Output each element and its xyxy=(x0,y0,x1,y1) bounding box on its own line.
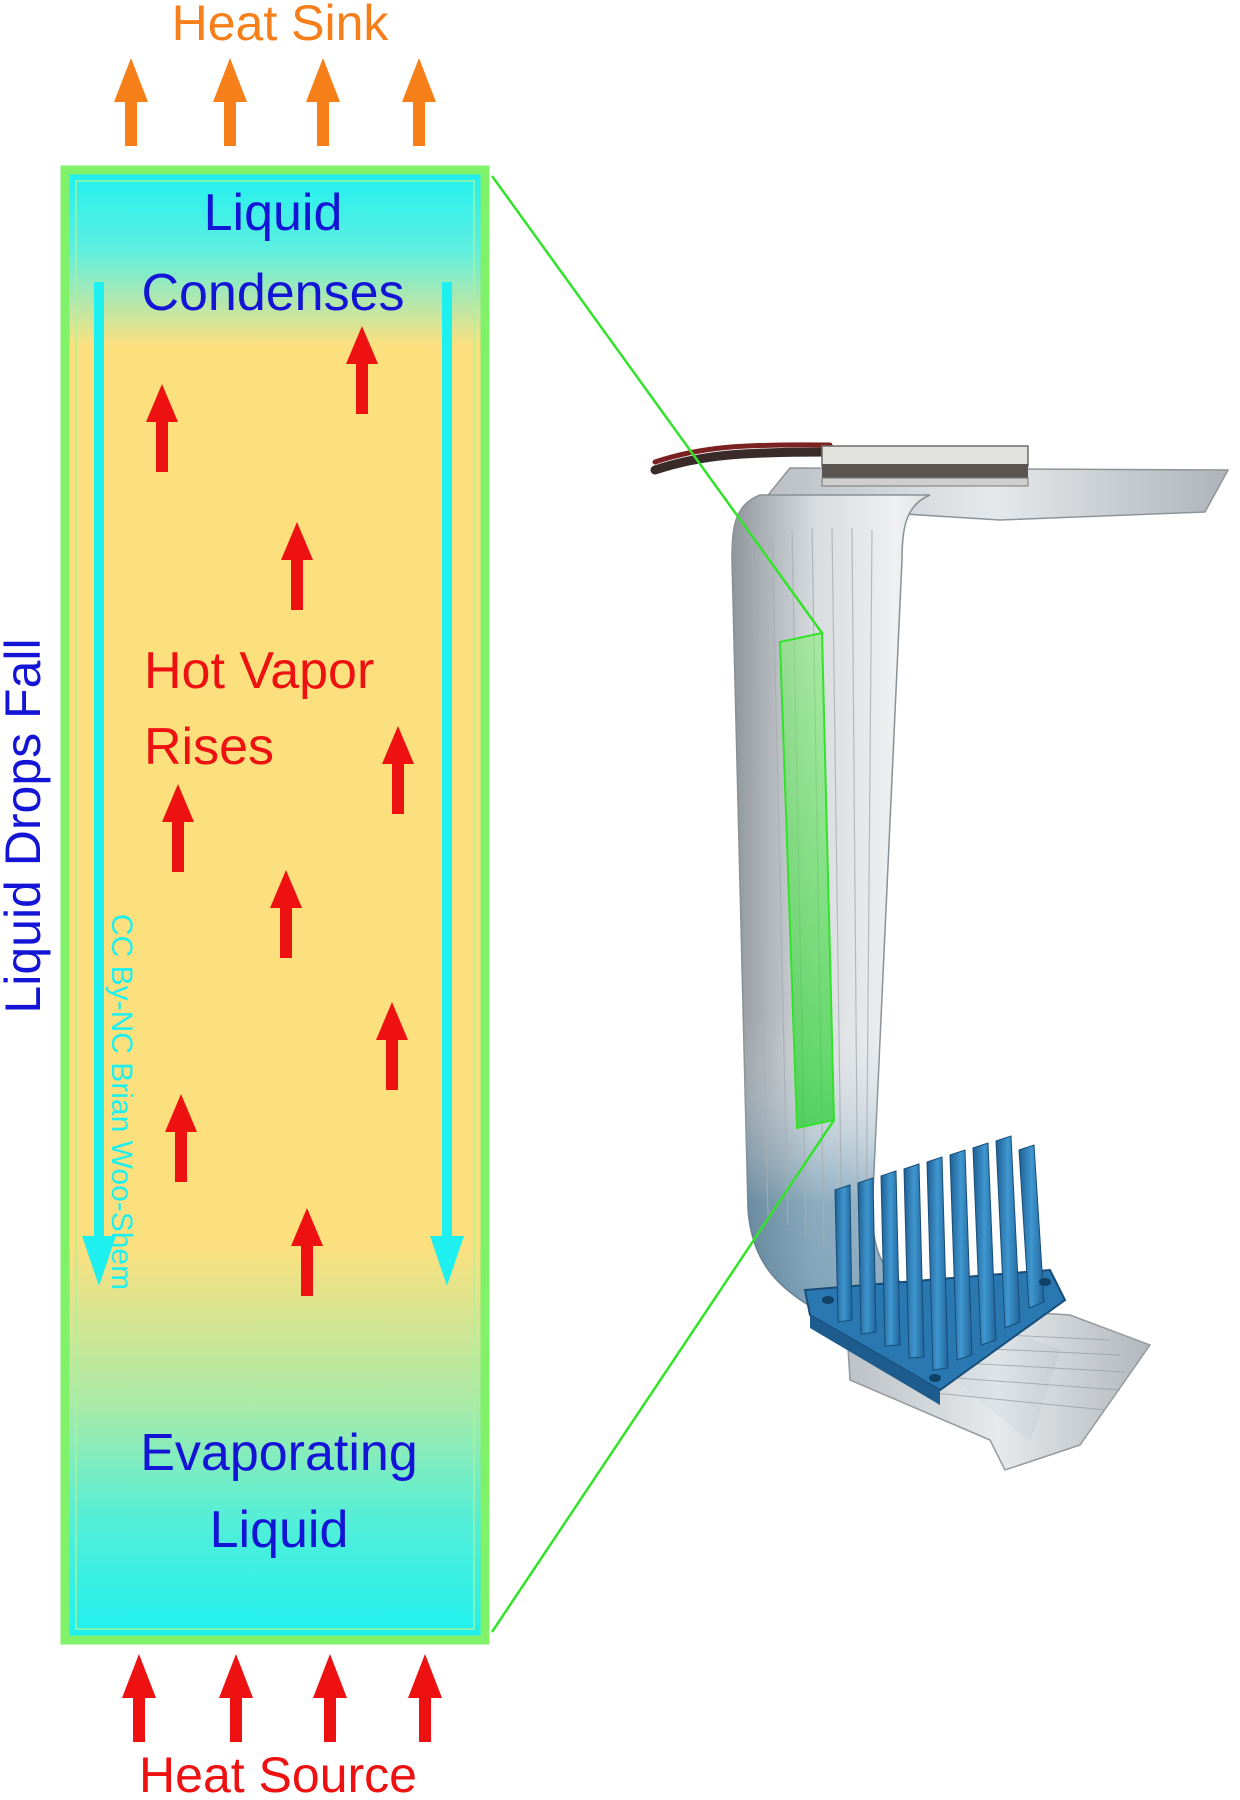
up-arrow-icon xyxy=(162,784,194,872)
up-arrow-icon xyxy=(346,326,378,414)
up-arrow-icon xyxy=(306,58,340,146)
callout-line-bottom xyxy=(490,1119,836,1633)
up-arrow-icon xyxy=(219,1654,253,1742)
heatsink-fins xyxy=(834,1135,1045,1371)
up-arrow-icon xyxy=(291,1208,323,1296)
up-arrow-icon xyxy=(146,384,178,472)
heat-sink-label: Heat Sink xyxy=(172,0,390,51)
liquid-condenses-label-line2: Condenses xyxy=(141,264,404,322)
up-arrow-icon xyxy=(281,522,313,610)
hot-vapor-label-line2: Rises xyxy=(144,718,274,776)
finned-heatsink xyxy=(803,1135,1067,1405)
down-arrow-icon xyxy=(430,282,464,1286)
up-arrow-icon xyxy=(313,1654,347,1742)
liquid-condenses-label-line1: Liquid xyxy=(204,184,343,242)
liquid-drops-fall-label: Liquid Drops Fall xyxy=(0,638,51,1013)
up-arrow-icon xyxy=(114,58,148,146)
up-arrow-icon xyxy=(408,1654,442,1742)
evaporating-label-line2: Liquid xyxy=(210,1501,349,1559)
credit-label: CC By-NC Brian Woo-Shem xyxy=(105,914,138,1290)
up-arrow-icon xyxy=(376,1002,408,1090)
heat-pipe-photo xyxy=(650,442,1230,1471)
up-arrow-icon xyxy=(165,1094,197,1182)
up-arrow-icon xyxy=(213,58,247,146)
hot-vapor-label-line1: Hot Vapor xyxy=(144,642,374,700)
up-arrow-icon xyxy=(382,726,414,814)
up-arrow-icon xyxy=(122,1654,156,1742)
up-arrow-icon xyxy=(270,870,302,958)
up-arrow-icon xyxy=(402,58,436,146)
down-arrow-icon xyxy=(82,282,116,1286)
evaporating-label-line1: Evaporating xyxy=(140,1424,418,1482)
heat-source-label: Heat Source xyxy=(139,1747,417,1800)
callout-line-top xyxy=(490,175,824,634)
